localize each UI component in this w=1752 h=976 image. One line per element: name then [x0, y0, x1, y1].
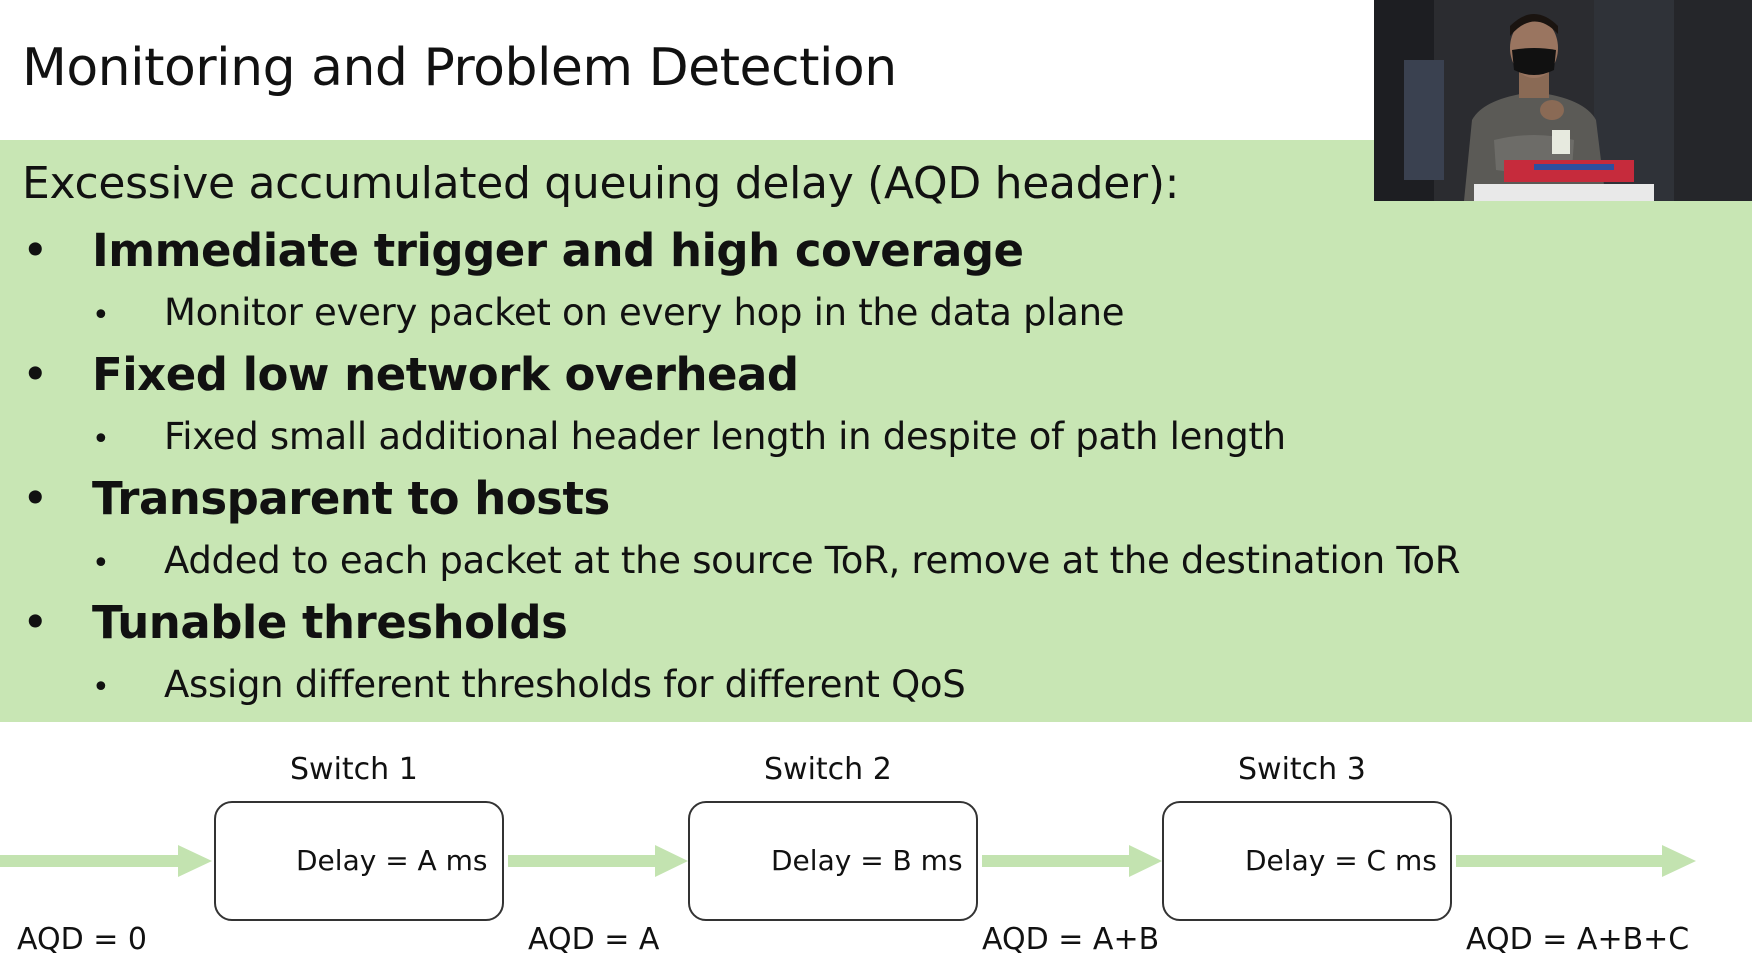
sub-bullet-icon: • [92, 422, 110, 457]
aqd-label: AQD = A+B [982, 922, 1160, 957]
sub-bullet-icon: • [92, 546, 110, 581]
pipeline-arrows [0, 845, 1696, 877]
arrow-icon [1662, 845, 1696, 877]
aqd-label: AQD = A+B+C [1466, 922, 1690, 957]
bullet-icon: • [22, 596, 49, 649]
switch-1-delay: Delay = A ms [296, 844, 488, 877]
sub-bullet-text: Fixed small additional header length in … [164, 415, 1286, 458]
switch-3-label: Switch 3 [1238, 752, 1366, 787]
switch-3-box [1162, 801, 1452, 921]
aqd-pipeline-diagram: Switch 1 Delay = A ms Switch 2 Delay = B… [0, 740, 1752, 976]
bullet-heading-text: Transparent to hosts [92, 472, 610, 525]
bullet-heading: • Transparent to hosts [22, 472, 610, 525]
arrow-icon [1129, 845, 1162, 877]
aqd-label: AQD = A [528, 922, 660, 957]
sub-bullet-text: Monitor every packet on every hop in the… [164, 291, 1125, 334]
presenter-webcam [1374, 0, 1752, 201]
slide-title: Monitoring and Problem Detection [22, 38, 897, 98]
sub-bullet-text: Added to each packet at the source ToR, … [164, 539, 1461, 582]
bullet-heading-text: Immediate trigger and high coverage [92, 224, 1024, 277]
sub-bullet: • Monitor every packet on every hop in th… [92, 291, 1125, 334]
switch-2-delay: Delay = B ms [771, 844, 963, 877]
bullet-heading-text: Fixed low network overhead [92, 348, 799, 401]
intro-text: Excessive accumulated queuing delay (AQD… [22, 158, 1180, 209]
sub-bullet-icon: • [92, 670, 110, 705]
switch-2-label: Switch 2 [764, 752, 892, 787]
bullet-heading: • Immediate trigger and high coverage [22, 224, 1024, 277]
aqd-label: AQD = 0 [17, 922, 148, 957]
switch-2-box [688, 801, 978, 921]
switch-3-delay: Delay = C ms [1245, 844, 1437, 877]
switch-1-label: Switch 1 [290, 752, 418, 787]
sub-bullet-text: Assign different thresholds for differen… [164, 663, 966, 706]
bullet-heading-text: Tunable thresholds [92, 596, 568, 649]
bullet-icon: • [22, 472, 49, 525]
presenter-video-icon [1374, 0, 1752, 201]
content-panel [0, 140, 1752, 722]
sub-bullet-icon: • [92, 298, 110, 333]
bullet-icon: • [22, 348, 49, 401]
switch-1-box [214, 801, 504, 921]
bullet-heading: • Fixed low network overhead [22, 348, 799, 401]
sub-bullet: • Fixed small additional header length in… [92, 415, 1286, 458]
sub-bullet: • Added to each packet at the source ToR,… [92, 539, 1460, 582]
arrow-icon [178, 845, 212, 877]
bullet-icon: • [22, 224, 49, 277]
sub-bullet: • Assign different thresholds for differe… [92, 663, 966, 706]
bullet-heading: • Tunable thresholds [22, 596, 568, 649]
arrow-icon [655, 845, 688, 877]
